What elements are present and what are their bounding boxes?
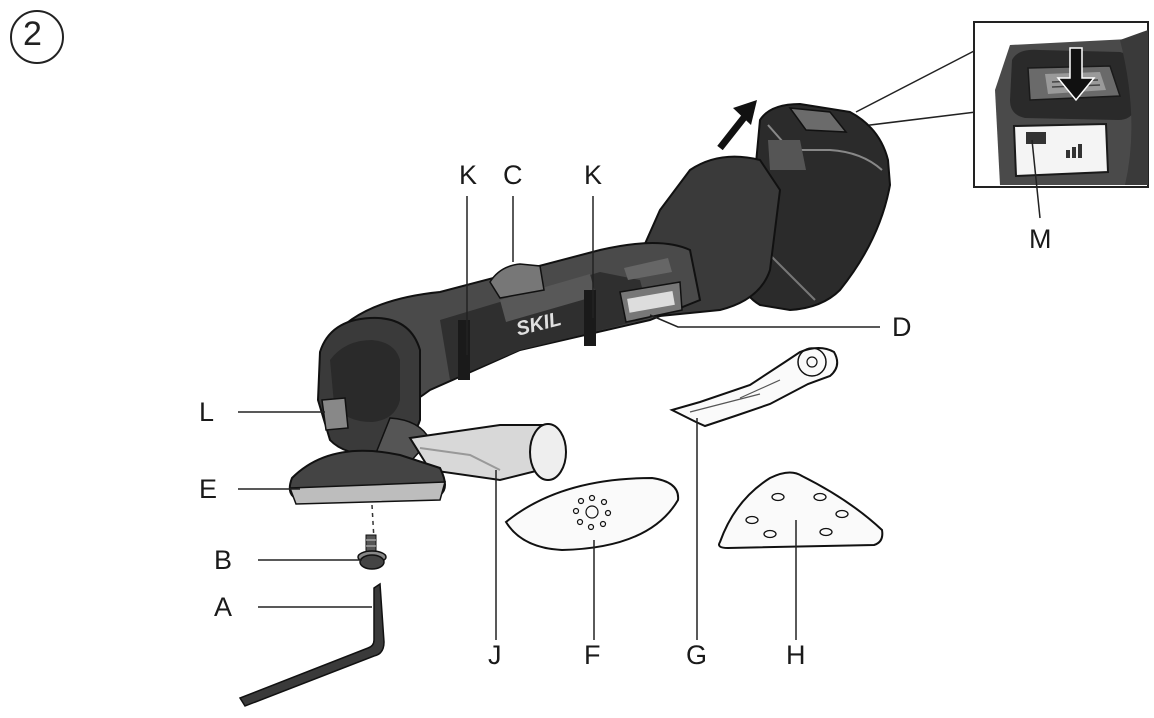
label-l: L <box>199 397 215 427</box>
segment-saw-blade <box>504 476 680 552</box>
label-c: C <box>503 160 523 190</box>
label-f: F <box>584 640 601 670</box>
slide-out-arrow-icon <box>717 100 757 151</box>
sanding-pad <box>288 449 446 505</box>
label-g: G <box>686 640 708 670</box>
step-number: 2 <box>23 15 42 53</box>
battery-release-inset <box>855 21 1149 188</box>
label-e: E <box>199 474 218 504</box>
hex-key <box>238 582 385 707</box>
label-h: H <box>786 640 806 670</box>
tool-housing: SKIL <box>316 155 782 469</box>
label-d: D <box>892 312 912 342</box>
plunge-cut-blade <box>669 347 839 428</box>
label-j: J <box>488 640 502 670</box>
label-b: B <box>214 545 233 575</box>
fixing-screw <box>357 534 387 570</box>
label-k-right: K <box>584 160 603 190</box>
battery-pack <box>740 102 892 312</box>
label-a: A <box>214 592 233 622</box>
label-k-left: K <box>459 160 478 190</box>
dust-extraction-adaptor <box>408 423 567 482</box>
step-number-circle <box>10 10 64 64</box>
leader-lines <box>238 139 1041 640</box>
label-m: M <box>1029 224 1052 254</box>
sanding-sheet <box>718 471 884 550</box>
assembly-axis <box>371 504 375 541</box>
